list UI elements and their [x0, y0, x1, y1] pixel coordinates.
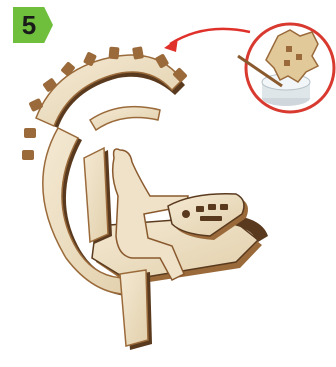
glue-callout-icon [238, 24, 334, 112]
gear-arc [22, 46, 188, 160]
curved-arrow-icon [164, 29, 250, 52]
step-number: 5 [13, 7, 45, 43]
step-number-badge: 5 [13, 7, 53, 43]
stand-column [120, 270, 152, 350]
seat-back [84, 148, 112, 244]
